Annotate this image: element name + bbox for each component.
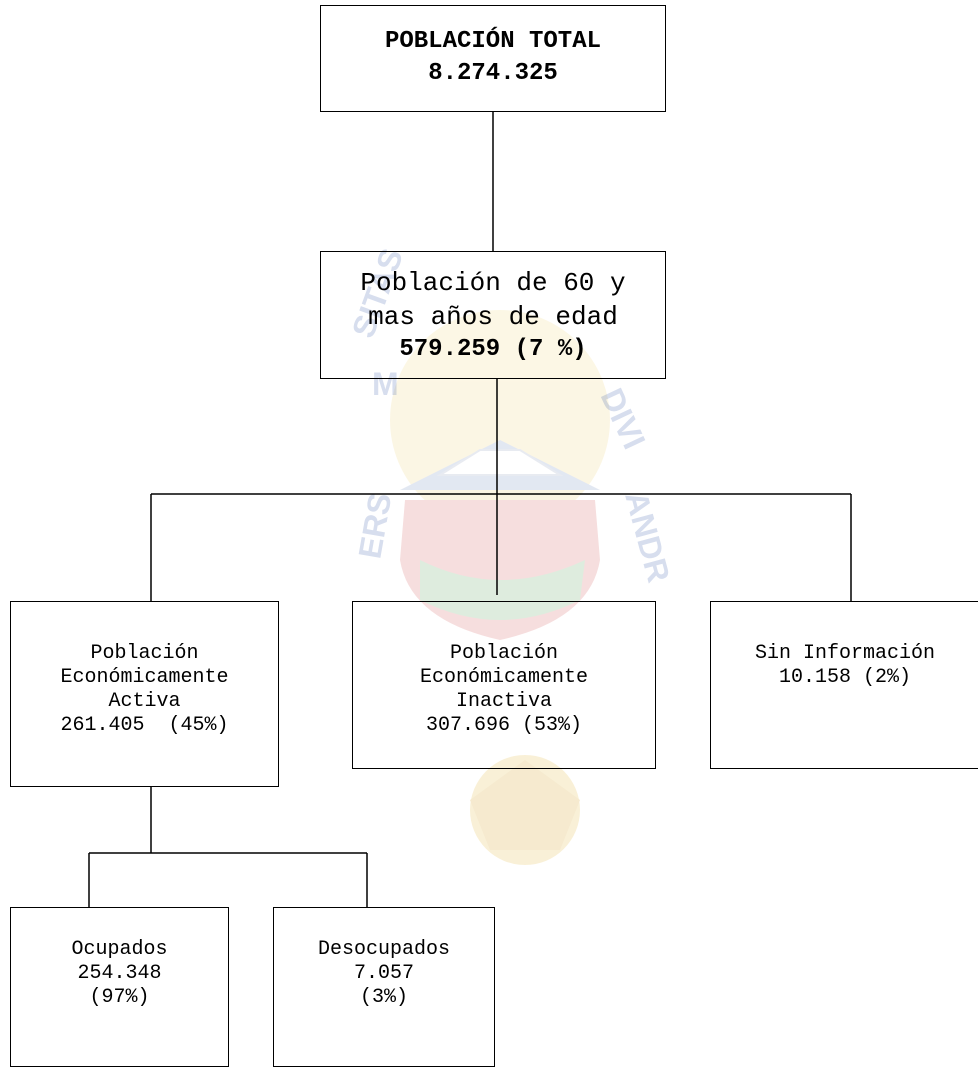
node-pei-value: 307.696 (53%) <box>425 714 583 737</box>
node-elderly-value-row: 579.259 (7 %) <box>321 334 665 366</box>
node-pea-line1: Población <box>90 642 199 665</box>
node-elderly-line2: mas años de edad <box>368 302 618 332</box>
node-economically-inactive: Población Económicamente Inactiva 307.69… <box>352 601 656 769</box>
node-sin-info-line1: Sin Información <box>754 642 936 665</box>
node-pei-line3: Inactiva <box>455 690 552 713</box>
node-economically-active: Población Económicamente Activa 261.405 … <box>10 601 279 787</box>
node-pea-value: 261.405 (45%) <box>60 714 229 737</box>
node-pei-line2: Económicamente <box>419 666 589 689</box>
node-employed: Ocupados 254.348 (97%) <box>10 907 229 1067</box>
node-unemployed: Desocupados 7.057 (3%) <box>273 907 495 1067</box>
node-ocupados-percent: (97%) <box>89 986 150 1009</box>
node-sin-info-value: 10.158 (2%) <box>778 666 912 689</box>
node-no-information: Sin Información 10.158 (2%) <box>710 601 978 769</box>
node-ocupados-label: Ocupados <box>71 938 168 961</box>
node-elderly-value: 579.259 <box>399 336 501 363</box>
node-desocupados-value: 7.057 <box>353 962 414 985</box>
node-ocupados-value: 254.348 <box>77 962 162 985</box>
node-total-value: 8.274.325 <box>428 60 558 87</box>
node-elderly-percent: (7 %) <box>514 336 587 363</box>
node-pea-line3: Activa <box>108 690 181 713</box>
node-total-label: POBLACIÓN TOTAL <box>384 28 602 55</box>
node-desocupados-label: Desocupados <box>317 938 451 961</box>
node-pei-line1: Población <box>449 642 559 665</box>
node-elderly-line1: Población de 60 y <box>360 268 626 298</box>
node-total-population: POBLACIÓN TOTAL 8.274.325 <box>320 5 666 112</box>
node-elderly-population: Población de 60 y mas años de edad 579.2… <box>320 251 666 379</box>
node-pea-line2: Económicamente <box>60 666 229 689</box>
node-desocupados-percent: (3%) <box>359 986 408 1009</box>
